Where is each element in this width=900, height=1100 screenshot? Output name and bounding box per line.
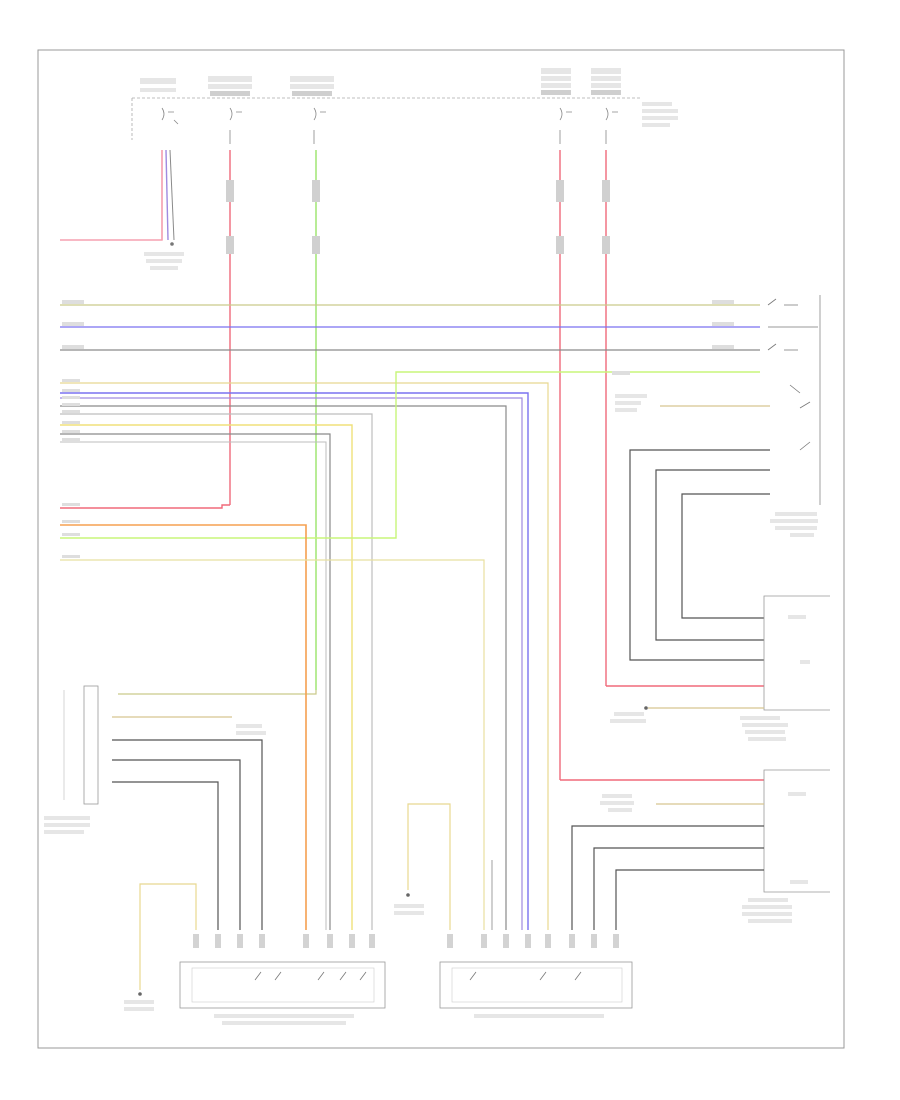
ground-label-rear xyxy=(394,904,424,908)
rear-transmission-module xyxy=(439,961,633,1018)
ground-icon-bottomleft xyxy=(138,992,142,996)
ground-label-rear-2 xyxy=(394,911,424,915)
rear-transmission-switch xyxy=(767,295,821,537)
wire-gray-left2 xyxy=(112,759,241,930)
ground-label-right xyxy=(614,712,644,716)
wire-gray-left3 xyxy=(112,781,219,930)
wire-gray-lower2 xyxy=(593,847,764,930)
wire-khaki-ground-left xyxy=(139,883,197,990)
fuse-symbols xyxy=(161,107,618,144)
wire-lightyellow xyxy=(60,559,485,930)
ground-label-bottomleft-2 xyxy=(124,1007,154,1011)
wire-gray-left1 xyxy=(112,739,263,930)
fuse-label-2 xyxy=(208,76,252,96)
fuse-label-4 xyxy=(541,68,571,95)
wire-violet-h3 xyxy=(60,397,523,930)
wire-orange xyxy=(60,524,307,930)
wire-gray-h7 xyxy=(60,433,331,930)
switch-label-d xyxy=(615,408,637,412)
ground-label-bottomleft xyxy=(124,1000,154,1004)
transmission-range-sensor-lower xyxy=(742,769,830,923)
bottom-connector-pins xyxy=(193,934,619,948)
switch-label-c xyxy=(615,401,641,405)
switch-label-a xyxy=(612,371,630,375)
fuse-label-5 xyxy=(591,68,621,95)
wire-red-topleft xyxy=(60,150,163,241)
wire-khaki-h1 xyxy=(60,382,549,930)
fuse-label-1 xyxy=(140,78,176,92)
wire-green-fuse3-out xyxy=(118,690,317,695)
wire-gray-h5 xyxy=(60,413,373,930)
wire-gray-loop3 xyxy=(681,493,770,619)
ground-icon xyxy=(170,242,174,246)
wire-gray-h4 xyxy=(60,405,507,930)
ground-label-right-2 xyxy=(610,719,646,723)
left-switch-block xyxy=(44,685,99,834)
switch-label-b xyxy=(615,394,647,398)
fuse-panel xyxy=(131,68,678,140)
wire-khaki-rear xyxy=(407,803,451,930)
wire-blue-h2 xyxy=(60,392,529,930)
fuse-label-3 xyxy=(290,76,334,96)
diagram-frame xyxy=(37,49,845,1049)
wire-red-fuse2-out xyxy=(60,504,230,509)
wire-gray-lower3 xyxy=(615,869,764,930)
wire-gray-h8 xyxy=(60,441,327,930)
wire-yellow-h6 xyxy=(60,424,353,930)
wire-gray-loop1 xyxy=(629,449,770,661)
ground-point-top xyxy=(144,149,184,270)
ground-label-left-2 xyxy=(236,731,266,735)
left-wire-labels xyxy=(62,379,80,558)
bus-wire-labels xyxy=(62,300,734,349)
wire-gray-lower1 xyxy=(571,825,764,930)
wire-lime-switch xyxy=(60,371,760,539)
fuse-note-right xyxy=(642,102,678,127)
left-sensor-switch xyxy=(600,794,634,812)
connector-marks-fuse xyxy=(226,180,610,254)
ground-label-left xyxy=(236,724,262,728)
wire-gray-loop2 xyxy=(655,469,770,641)
transmission-control-module xyxy=(179,961,386,1025)
ground-icon-rear xyxy=(406,893,410,897)
transmission-range-sensor-upper xyxy=(740,595,830,741)
ground-icon-right xyxy=(644,706,648,710)
